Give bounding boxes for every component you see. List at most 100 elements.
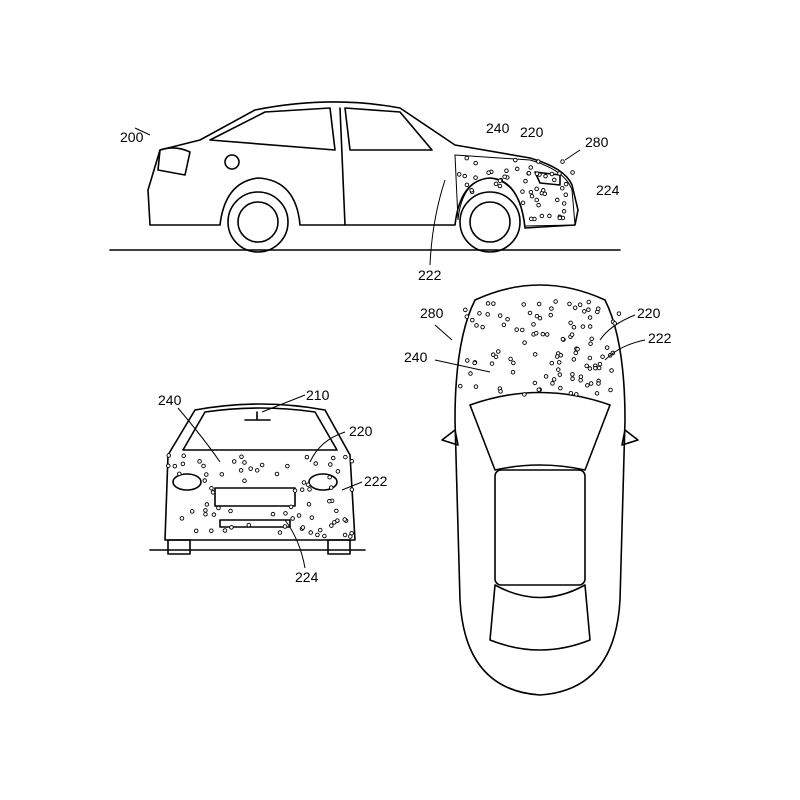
film-dot bbox=[299, 487, 305, 492]
film-dot bbox=[222, 528, 228, 533]
film-dot bbox=[304, 454, 310, 460]
grille bbox=[214, 487, 296, 507]
left-mirror bbox=[441, 429, 459, 446]
film-dot bbox=[521, 302, 526, 307]
ref-label-280: 280 bbox=[585, 134, 609, 150]
leader bbox=[429, 179, 446, 266]
film-dot bbox=[469, 188, 474, 193]
film-dot bbox=[306, 502, 312, 507]
film-dot bbox=[197, 459, 202, 464]
film-dot bbox=[587, 366, 593, 371]
leader bbox=[261, 394, 306, 413]
film-dot bbox=[587, 324, 593, 329]
film-dot bbox=[464, 314, 470, 319]
film-dot bbox=[465, 358, 470, 363]
film-dot bbox=[569, 332, 575, 337]
film-dot bbox=[309, 515, 315, 520]
film-dot bbox=[349, 487, 355, 492]
film-dot bbox=[534, 197, 539, 203]
ref-label-222: 222 bbox=[418, 267, 442, 283]
film-dot bbox=[531, 322, 536, 327]
leader bbox=[309, 431, 346, 463]
film-dot bbox=[259, 462, 265, 468]
film-dot bbox=[514, 327, 519, 332]
film-dot bbox=[584, 363, 589, 369]
film-dot bbox=[502, 174, 507, 179]
film-dot bbox=[522, 392, 527, 397]
lower-intake bbox=[219, 519, 291, 528]
film-dot bbox=[586, 307, 591, 312]
film-dot bbox=[581, 309, 587, 314]
film-dot bbox=[497, 178, 503, 183]
film-dot bbox=[520, 327, 525, 333]
film-dots-side bbox=[456, 155, 575, 222]
film-dot bbox=[274, 471, 280, 477]
right-mirror bbox=[621, 429, 639, 446]
film-dot bbox=[477, 311, 482, 316]
film-dot bbox=[549, 360, 555, 366]
film-dot bbox=[501, 322, 507, 328]
film-dot bbox=[322, 533, 327, 539]
film-dot bbox=[468, 371, 473, 376]
rear-view-mirror bbox=[244, 411, 271, 421]
film-dot bbox=[505, 317, 510, 322]
film-dot bbox=[559, 185, 565, 191]
rear-wheel bbox=[227, 191, 289, 253]
film-dot bbox=[561, 201, 567, 206]
film-dot bbox=[589, 336, 594, 342]
leader bbox=[177, 407, 221, 463]
ref-label-200: 200 bbox=[120, 129, 144, 145]
film-dot bbox=[229, 525, 234, 530]
film-dot bbox=[308, 530, 313, 535]
film-dot bbox=[587, 355, 593, 361]
film-dot bbox=[593, 365, 598, 371]
film-dot bbox=[489, 361, 495, 366]
leader bbox=[341, 481, 363, 491]
film-dot bbox=[557, 372, 563, 377]
film-dot bbox=[493, 181, 499, 187]
film-dot bbox=[463, 307, 468, 313]
film-dot bbox=[567, 301, 572, 307]
ref-label-220: 220 bbox=[637, 305, 661, 321]
film-dot bbox=[317, 527, 323, 533]
rear-window-top bbox=[489, 584, 591, 651]
film-dot bbox=[285, 463, 290, 469]
film-dot bbox=[480, 324, 485, 330]
ref-label-280: 280 bbox=[420, 305, 444, 321]
film-dot bbox=[557, 215, 563, 221]
film-dot bbox=[490, 352, 496, 357]
film-dot bbox=[577, 302, 583, 307]
film-dot bbox=[242, 478, 247, 484]
film-dot bbox=[181, 453, 186, 459]
film-dot bbox=[560, 336, 566, 342]
film-dot bbox=[571, 357, 577, 362]
film-dot bbox=[300, 525, 306, 530]
film-dot bbox=[277, 530, 283, 535]
film-dot bbox=[296, 513, 302, 518]
film-dot bbox=[305, 482, 311, 487]
film-dot bbox=[536, 159, 541, 164]
film-dot bbox=[473, 384, 479, 389]
car-body-top bbox=[454, 284, 626, 696]
film-dot bbox=[327, 474, 332, 480]
film-dot bbox=[491, 301, 496, 306]
film-dot bbox=[534, 171, 540, 176]
film-dot bbox=[270, 511, 276, 517]
film-dot bbox=[472, 360, 477, 366]
right-tire bbox=[327, 539, 351, 555]
film-dot bbox=[179, 516, 185, 521]
film-dot bbox=[528, 216, 534, 222]
film-dot bbox=[254, 468, 260, 473]
film-dot bbox=[557, 171, 562, 176]
film-dot bbox=[568, 391, 574, 396]
film-dot bbox=[204, 472, 209, 477]
film-dot bbox=[570, 376, 575, 381]
front-wheel bbox=[459, 191, 521, 253]
leader bbox=[599, 314, 636, 341]
film-dot bbox=[528, 165, 533, 170]
film-dot bbox=[288, 504, 294, 510]
film-dot bbox=[529, 193, 535, 199]
film-dot bbox=[211, 512, 217, 517]
windshield-top bbox=[469, 391, 611, 471]
film-dot bbox=[532, 380, 538, 386]
